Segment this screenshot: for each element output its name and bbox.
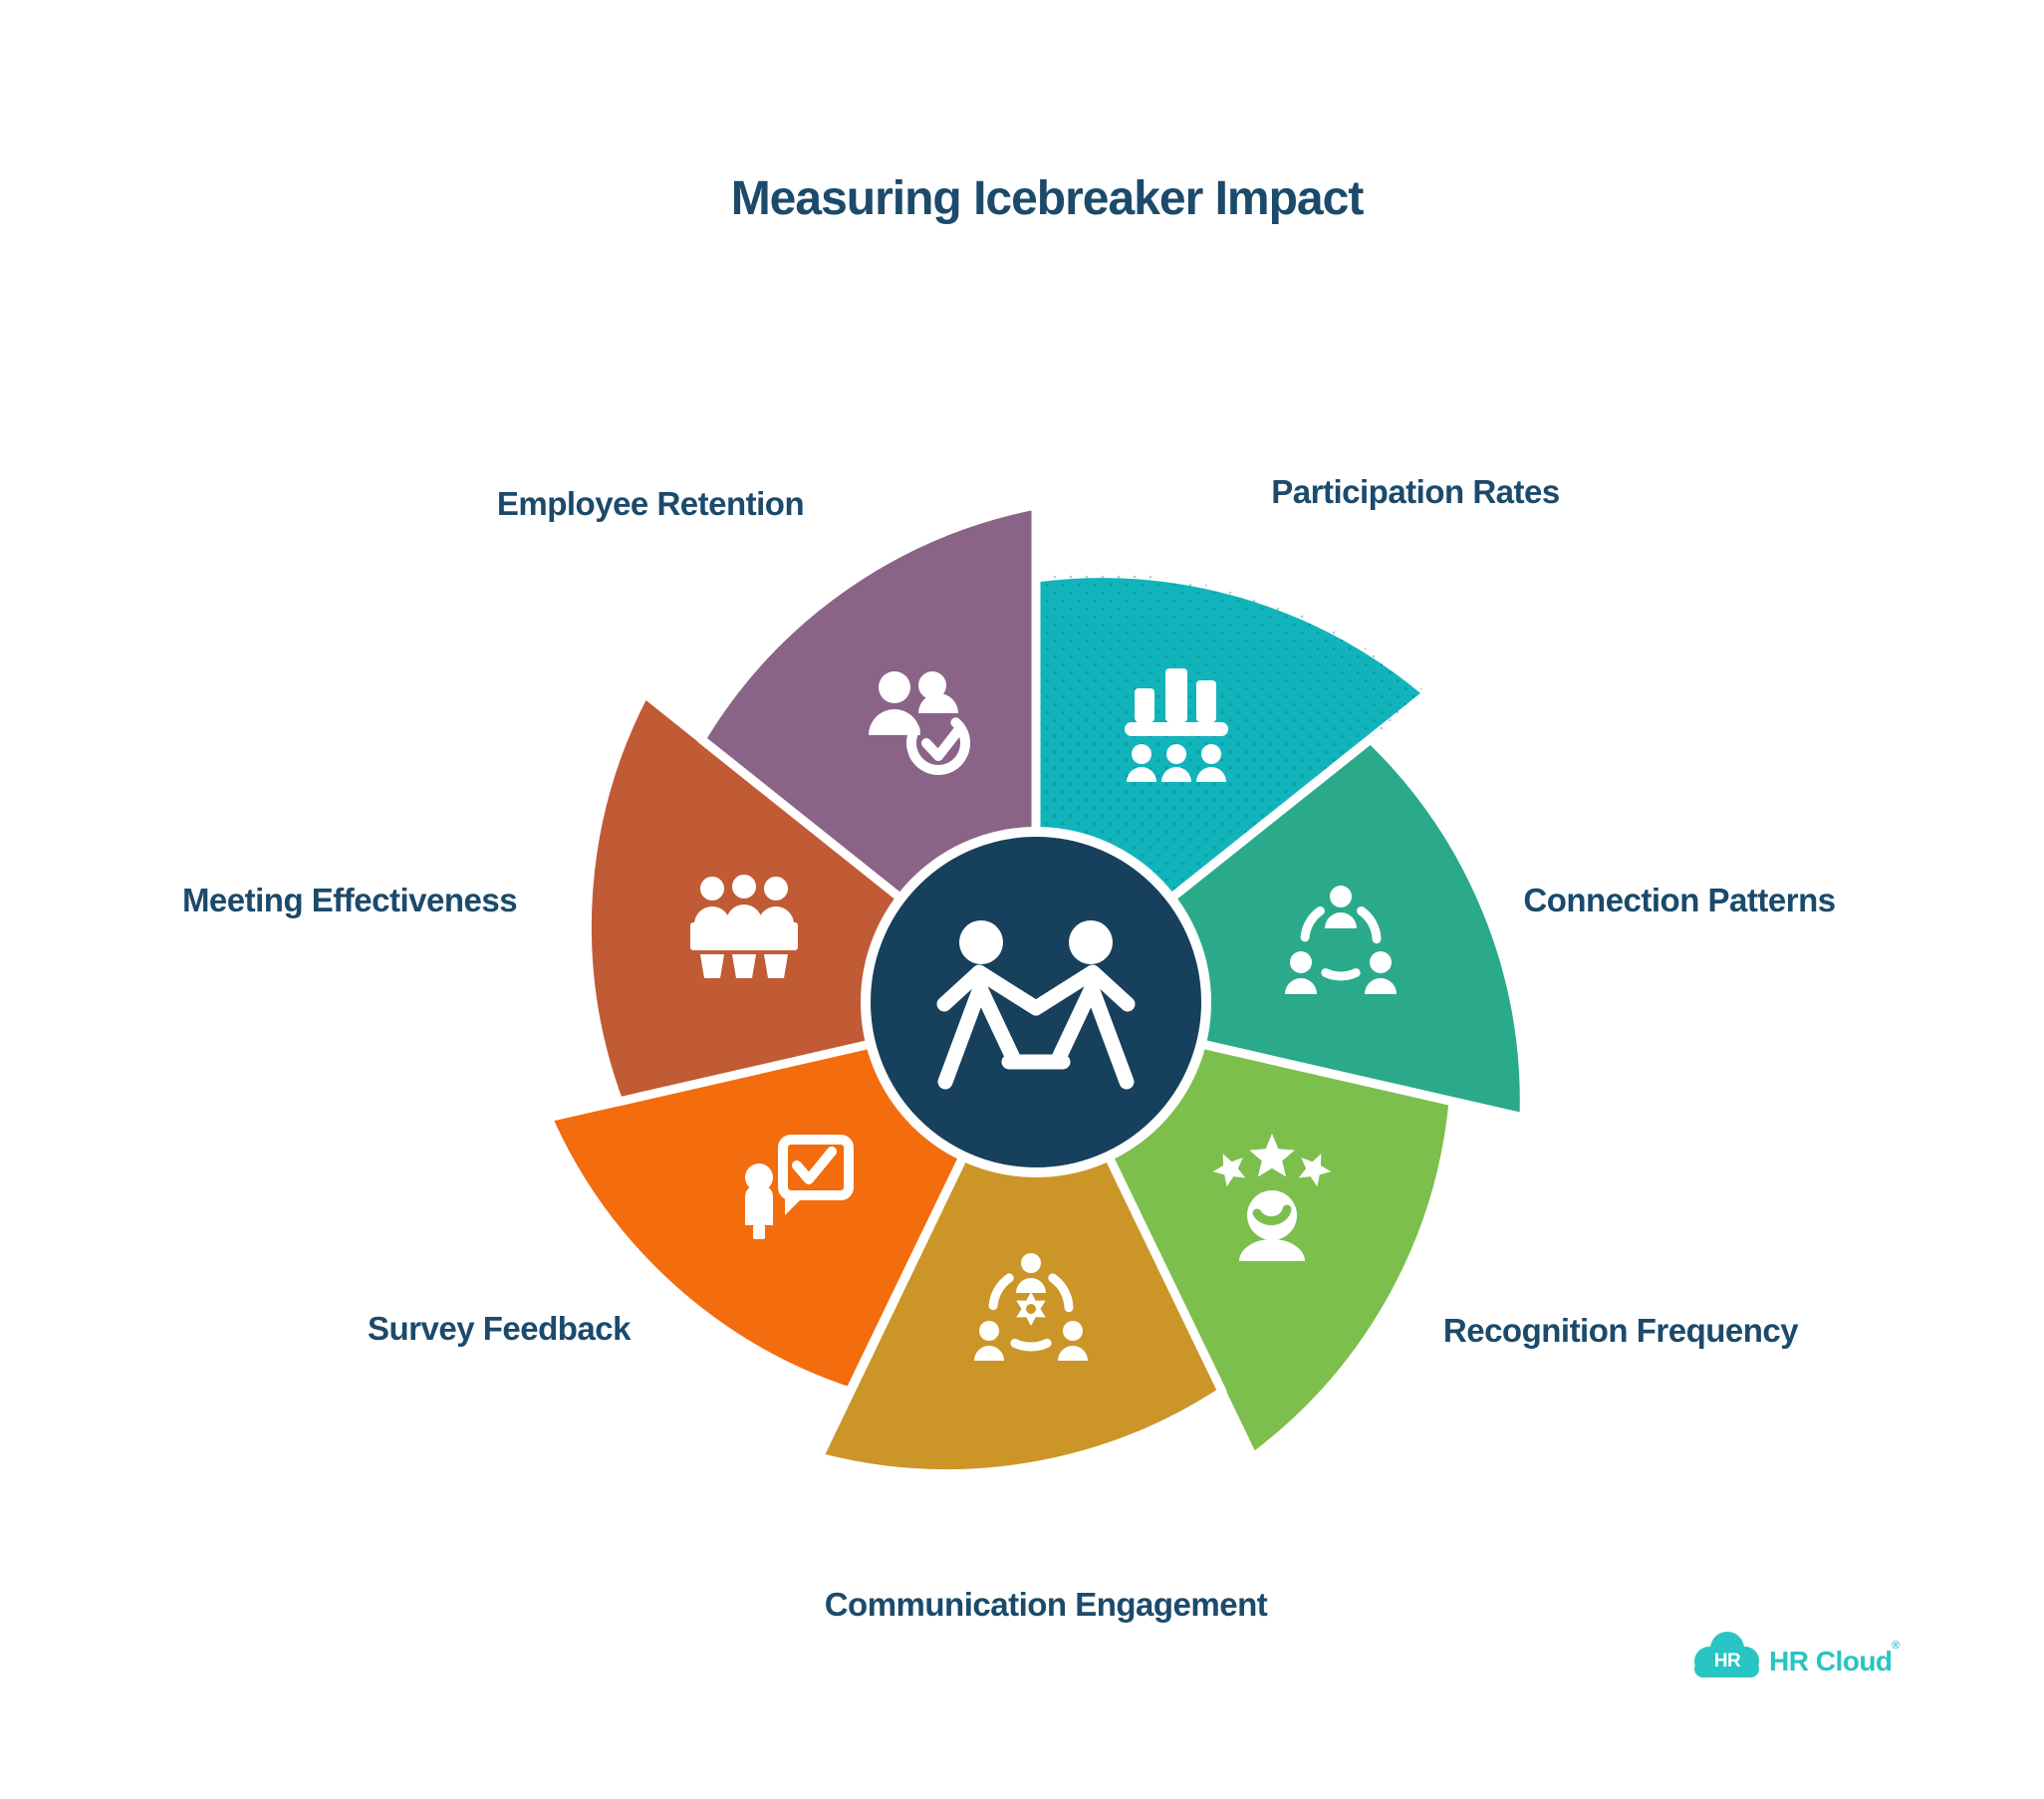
- people-connection-icon: [936, 920, 1136, 1090]
- logo-registered-mark: ®: [1892, 1640, 1900, 1652]
- segment-label-meeting-effectiveness: Meeting Effectiveness: [182, 882, 517, 918]
- segment-label-connection-patterns: Connection Patterns: [1523, 882, 1835, 918]
- cloud-icon: [1694, 1632, 1759, 1677]
- page-title: Measuring Icebreaker Impact: [731, 172, 1365, 225]
- logo-brand-text: HR Cloud: [1769, 1646, 1893, 1676]
- person-speech-check-icon: [745, 1135, 854, 1239]
- segment-label-survey-feedback: Survey Feedback: [368, 1310, 632, 1347]
- segment-label-employee-retention: Employee Retention: [497, 485, 804, 522]
- center-hub: [861, 827, 1211, 1177]
- people-checkmark-icon: [869, 671, 970, 775]
- stars-person-icon: [1212, 1134, 1332, 1261]
- hr-cloud-logo: HR HR Cloud ®: [1694, 1632, 1900, 1677]
- meeting-table-icon: [690, 875, 798, 978]
- logo-badge-text: HR: [1714, 1651, 1741, 1671]
- people-gear-icon: [974, 1253, 1088, 1361]
- segment-label-communication-engagement: Communication Engagement: [825, 1586, 1268, 1623]
- people-network-icon: [1285, 886, 1397, 994]
- gear-hole: [1026, 1304, 1036, 1314]
- bar-chart-audience-icon: [1125, 668, 1228, 782]
- smile-mouth: [1252, 1204, 1292, 1226]
- segment-label-recognition-frequency: Recognition Frequency: [1443, 1312, 1799, 1349]
- segment-communication-engagement: [814, 1001, 1227, 1479]
- segment-label-participation-rates: Participation Rates: [1271, 473, 1559, 510]
